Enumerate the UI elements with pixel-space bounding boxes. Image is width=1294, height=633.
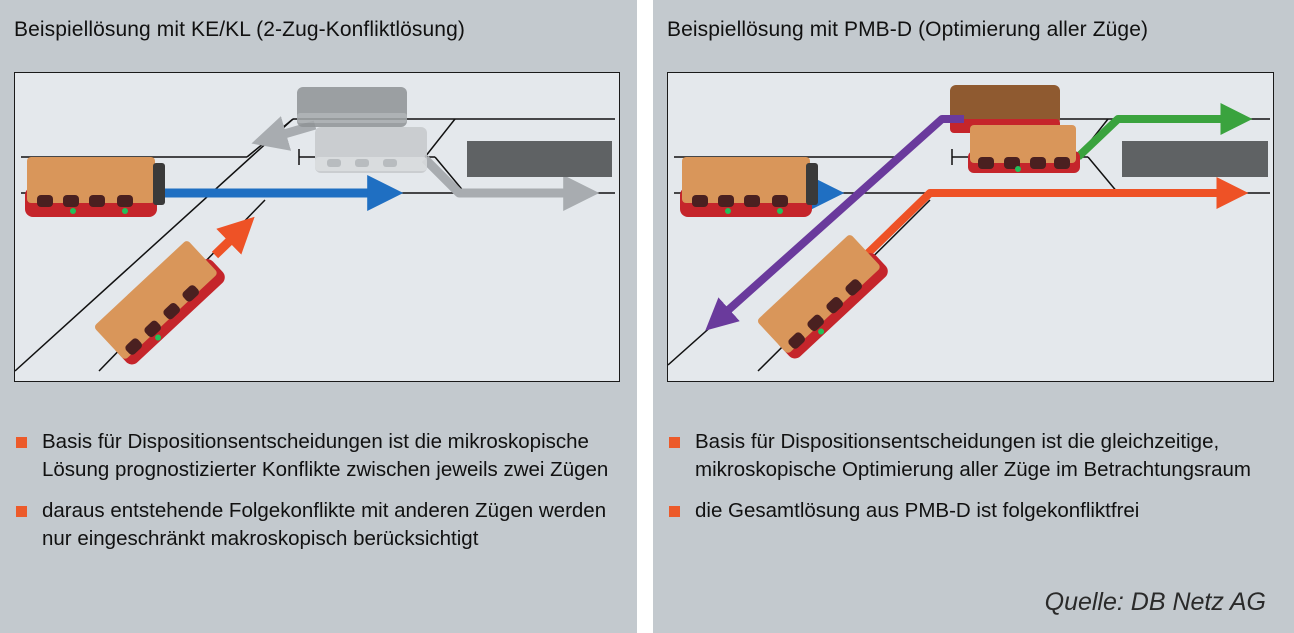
- platform-block: [467, 141, 612, 177]
- train-bottom: [757, 235, 888, 359]
- bullet-text: Basis für Dispositionsentscheidungen ist…: [695, 430, 1252, 481]
- bullet-square-icon: [669, 437, 680, 448]
- bullet-square-icon: [669, 506, 680, 517]
- gray-arrow-right-icon: [421, 155, 600, 211]
- bullet-text: daraus entstehende Folgekonflikte mit an…: [42, 499, 607, 550]
- right-panel-title: Beispiellösung mit PMB-D (Optimierung al…: [667, 18, 1149, 41]
- gray-arrow-left-icon: [251, 116, 317, 151]
- train-bottom: [94, 241, 225, 365]
- left-track-svg: [15, 87, 615, 372]
- red-arrow-icon: [211, 216, 255, 259]
- list-item: Basis für Dispositionsentscheidungen ist…: [669, 428, 1269, 484]
- platform-block: [1122, 141, 1268, 177]
- ghost-train-top: [297, 87, 407, 127]
- right-track-svg: [668, 85, 1270, 372]
- train-left: [25, 157, 165, 217]
- right-bullet-list: Basis für Dispositionsentscheidungen ist…: [669, 428, 1269, 538]
- list-item: die Gesamtlösung aus PMB-D ist folgekonf…: [669, 497, 1269, 525]
- left-bullet-list: Basis für Dispositionsentscheidungen ist…: [16, 428, 616, 566]
- bullet-square-icon: [16, 437, 27, 448]
- list-item: daraus entstehende Folgekonflikte mit an…: [16, 497, 616, 553]
- left-track-diagram: [14, 72, 620, 382]
- right-panel: Beispiellösung mit PMB-D (Optimierung al…: [653, 0, 1294, 633]
- right-track-diagram: [667, 72, 1274, 382]
- bullet-square-icon: [16, 506, 27, 517]
- green-arrow-icon: [1075, 103, 1253, 160]
- left-panel: Beispiellösung mit KE/KL (2-Zug-Konflikt…: [0, 0, 637, 633]
- train-left: [680, 157, 818, 217]
- red-arrow-icon: [861, 177, 1249, 260]
- bullet-text: die Gesamtlösung aus PMB-D ist folgekonf…: [695, 499, 1140, 522]
- purple-arrow-icon: [705, 115, 964, 331]
- source-credit: Quelle: DB Netz AG: [1044, 588, 1266, 616]
- list-item: Basis für Dispositionsentscheidungen ist…: [16, 428, 616, 484]
- train-middle: [968, 125, 1080, 173]
- ghost-train-middle: [315, 127, 427, 173]
- bullet-text: Basis für Dispositionsentscheidungen ist…: [42, 430, 609, 481]
- left-panel-title: Beispiellösung mit KE/KL (2-Zug-Konflikt…: [14, 18, 465, 41]
